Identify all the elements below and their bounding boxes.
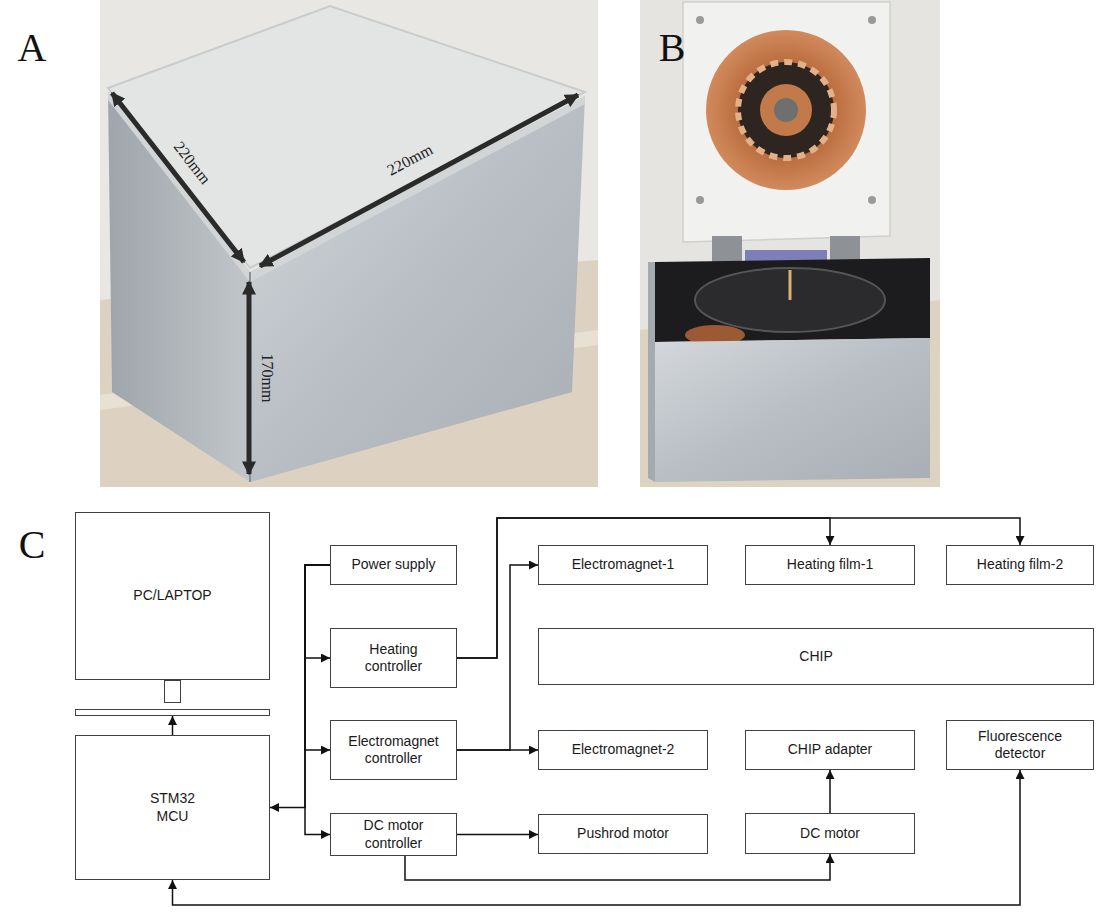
panel-letter: C	[19, 525, 46, 565]
dimension-label: 170mm	[259, 354, 275, 403]
device-photo-open	[640, 0, 940, 487]
controller-box: DC motor controller	[330, 813, 457, 856]
signal-arrow	[457, 565, 538, 750]
motor-box: DC motor	[745, 813, 915, 854]
node-label: Heating controller	[344, 641, 444, 676]
node-label: Electromagnet-2	[572, 741, 675, 759]
heater-box: Heating film-2	[946, 545, 1094, 585]
power-box: Power supply	[330, 545, 457, 585]
node-label: Heating film-2	[977, 556, 1063, 574]
node-label: PC/LAPTOP	[133, 587, 211, 605]
node-label: CHIP adapter	[788, 741, 873, 759]
signal-arrow	[305, 565, 330, 658]
signal-arrow	[305, 565, 330, 835]
monitor-outline	[75, 512, 270, 716]
signal-arrow	[457, 749, 538, 751]
node-label: CHIP	[799, 648, 832, 666]
node-label: Heating film-1	[787, 556, 873, 574]
signal-arrow	[172, 716, 174, 735]
panel-letter: A	[18, 28, 47, 68]
signal-arrow	[270, 565, 330, 808]
actuator-box: Electromagnet-2	[538, 730, 708, 770]
controller-box: Heating controller	[330, 628, 457, 688]
adapter-box: CHIP adapter	[745, 730, 915, 770]
monitor-screen	[76, 513, 270, 680]
node-label: Pushrod motor	[577, 825, 669, 843]
node-label: Electromagnet-1	[572, 556, 675, 574]
node-label: Fluorescence detector	[965, 728, 1075, 763]
motor-box: Pushrod motor	[538, 814, 708, 854]
node-label: Power supply	[351, 556, 435, 574]
node-label: Electromagnet controller	[339, 733, 449, 768]
node-label: DC motor	[800, 825, 860, 843]
dimension-label: 220mm	[171, 139, 214, 187]
monitor-stand	[165, 681, 181, 703]
node-label: STM32 MCU	[143, 790, 203, 825]
monitor-base	[76, 710, 270, 716]
computer-monitor: PC/LAPTOP	[75, 512, 270, 716]
signal-arrow	[829, 770, 831, 813]
actuator-box: Electromagnet-1	[538, 545, 708, 585]
signal-arrow	[457, 834, 538, 836]
signal-arrow	[305, 565, 330, 750]
detector-box: Fluorescence detector	[946, 720, 1094, 770]
signal-arrow	[173, 770, 1021, 905]
dimension-label: 220mm	[385, 141, 436, 178]
mcu-box: STM32 MCU	[75, 735, 270, 880]
signal-arrow	[405, 854, 830, 880]
node-label: DC motor controller	[339, 817, 449, 852]
device-photo-closed	[100, 0, 598, 487]
controller-box: Electromagnet controller	[330, 720, 457, 780]
heater-box: Heating film-1	[745, 545, 915, 585]
chip-box: CHIP	[538, 628, 1094, 685]
panel-letter: B	[659, 28, 686, 68]
